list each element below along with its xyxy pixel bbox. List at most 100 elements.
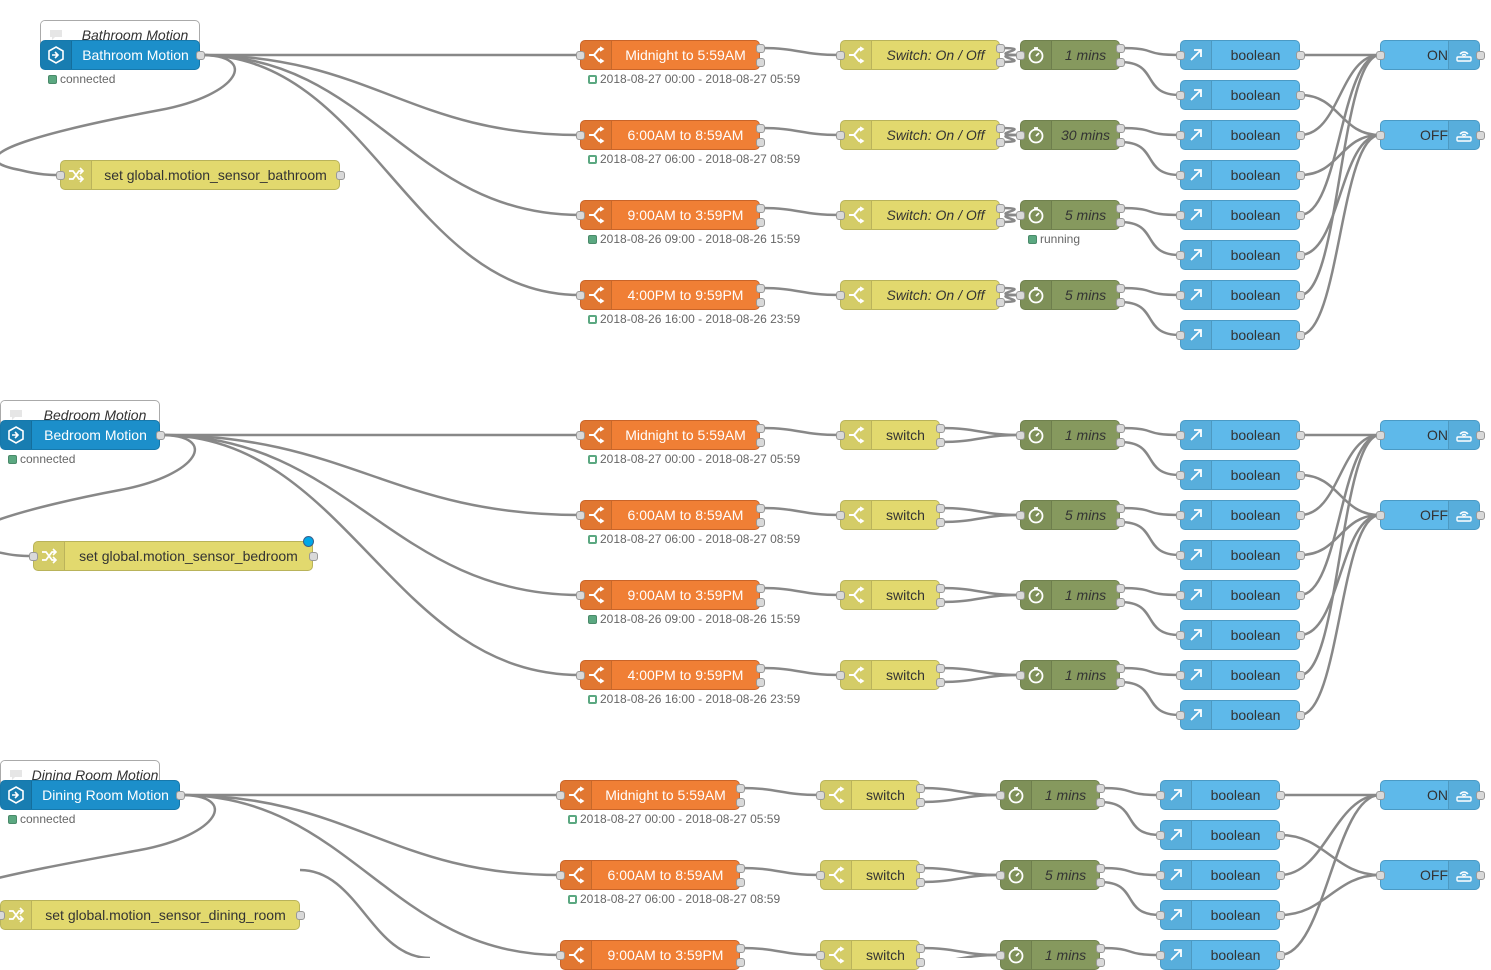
time-range-node-output-port-2[interactable]: [755, 137, 765, 147]
boolean-node-input-port[interactable]: [1175, 210, 1185, 220]
timer-node-input-port[interactable]: [1015, 50, 1025, 60]
switch-node-output-port-2[interactable]: [995, 57, 1005, 67]
change-node-input-port[interactable]: [0, 910, 5, 920]
timer-node-output-port-1[interactable]: [1115, 663, 1125, 673]
timer-node[interactable]: 5 mins: [1020, 280, 1120, 310]
switch-node[interactable]: Switch: On / Off: [840, 40, 1000, 70]
time-range-node-output-port-2[interactable]: [755, 297, 765, 307]
switch-node-input-port[interactable]: [835, 510, 845, 520]
timer-node[interactable]: 5 mins: [1000, 860, 1100, 890]
timer-node[interactable]: 1 mins: [1020, 660, 1120, 690]
boolean-node[interactable]: boolean: [1160, 820, 1280, 850]
time-range-node-output-port-1[interactable]: [755, 423, 765, 433]
time-range-node-input-port[interactable]: [575, 670, 585, 680]
boolean-node-input-port[interactable]: [1155, 830, 1165, 840]
boolean-node[interactable]: boolean: [1180, 700, 1300, 730]
switch-node-output-port-1[interactable]: [995, 123, 1005, 133]
boolean-node[interactable]: boolean: [1160, 860, 1280, 890]
timer-node-input-port[interactable]: [1015, 590, 1025, 600]
time-range-node[interactable]: Midnight to 5:59AM: [580, 40, 760, 70]
boolean-node[interactable]: boolean: [1160, 780, 1280, 810]
boolean-node-output-port[interactable]: [1295, 210, 1305, 220]
boolean-node[interactable]: boolean: [1180, 620, 1300, 650]
time-range-node-output-port-1[interactable]: [735, 943, 745, 953]
boolean-node[interactable]: boolean: [1160, 900, 1280, 930]
time-range-node-input-port[interactable]: [575, 210, 585, 220]
output-node-off[interactable]: OFF: [1380, 500, 1480, 530]
timer-node-input-port[interactable]: [995, 870, 1005, 880]
time-range-node[interactable]: Midnight to 5:59AM: [580, 420, 760, 450]
time-range-node-input-port[interactable]: [555, 790, 565, 800]
boolean-node-output-port[interactable]: [1295, 630, 1305, 640]
output-node-off-input-port[interactable]: [1375, 870, 1385, 880]
timer-node-input-port[interactable]: [1015, 210, 1025, 220]
timer-node-output-port-2[interactable]: [1115, 217, 1125, 227]
switch-node-input-port[interactable]: [835, 590, 845, 600]
timer-node-output-port-2[interactable]: [1095, 957, 1105, 967]
switch-node-output-port-2[interactable]: [935, 437, 945, 447]
boolean-node-input-port[interactable]: [1155, 790, 1165, 800]
boolean-node[interactable]: boolean: [1180, 120, 1300, 150]
output-node-on[interactable]: ON: [1380, 40, 1480, 70]
output-node-off-output-port[interactable]: [1475, 870, 1485, 880]
time-range-node-input-port[interactable]: [575, 290, 585, 300]
boolean-node-input-port[interactable]: [1175, 430, 1185, 440]
timer-node-output-port-1[interactable]: [1095, 783, 1105, 793]
time-range-node-input-port[interactable]: [575, 50, 585, 60]
boolean-node-input-port[interactable]: [1155, 950, 1165, 960]
timer-node-output-port-2[interactable]: [1115, 137, 1125, 147]
switch-node-input-port[interactable]: [815, 950, 825, 960]
output-node-on-input-port[interactable]: [1375, 430, 1385, 440]
boolean-node[interactable]: boolean: [1160, 940, 1280, 970]
switch-node-output-port-2[interactable]: [995, 137, 1005, 147]
switch-node[interactable]: Switch: On / Off: [840, 120, 1000, 150]
timer-node-output-port-2[interactable]: [1115, 297, 1125, 307]
change-node-output-port[interactable]: [335, 170, 345, 180]
output-node-off[interactable]: OFF: [1380, 120, 1480, 150]
boolean-node-input-port[interactable]: [1175, 290, 1185, 300]
switch-node-input-port[interactable]: [835, 290, 845, 300]
timer-node[interactable]: 1 mins: [1000, 940, 1100, 970]
time-range-node-output-port-1[interactable]: [755, 203, 765, 213]
time-range-node-output-port-1[interactable]: [735, 783, 745, 793]
switch-node-input-port[interactable]: [835, 430, 845, 440]
timer-node-input-port[interactable]: [995, 950, 1005, 960]
switch-node-input-port[interactable]: [835, 210, 845, 220]
boolean-node[interactable]: boolean: [1180, 660, 1300, 690]
output-node-on-input-port[interactable]: [1375, 50, 1385, 60]
time-range-node-output-port-1[interactable]: [755, 43, 765, 53]
time-range-node-output-port-2[interactable]: [755, 677, 765, 687]
time-range-node[interactable]: 4:00PM to 9:59PM: [580, 660, 760, 690]
switch-node-output-port-2[interactable]: [915, 797, 925, 807]
output-node-off-output-port[interactable]: [1475, 510, 1485, 520]
timer-node-output-port-1[interactable]: [1095, 863, 1105, 873]
timer-node-output-port-1[interactable]: [1095, 943, 1105, 953]
switch-node[interactable]: switch: [820, 940, 920, 970]
boolean-node-input-port[interactable]: [1175, 330, 1185, 340]
boolean-node-output-port[interactable]: [1275, 950, 1285, 960]
motion-sensor-node[interactable]: Bathroom Motion: [40, 40, 200, 70]
switch-node[interactable]: Switch: On / Off: [840, 200, 1000, 230]
time-range-node-output-port-2[interactable]: [735, 877, 745, 887]
boolean-node[interactable]: boolean: [1180, 540, 1300, 570]
boolean-node[interactable]: boolean: [1180, 500, 1300, 530]
boolean-node-output-port[interactable]: [1295, 90, 1305, 100]
boolean-node[interactable]: boolean: [1180, 160, 1300, 190]
boolean-node-output-port[interactable]: [1275, 910, 1285, 920]
switch-node-output-port-2[interactable]: [935, 677, 945, 687]
boolean-node-output-port[interactable]: [1295, 170, 1305, 180]
output-node-off[interactable]: OFF: [1380, 860, 1480, 890]
timer-node-output-port-1[interactable]: [1115, 283, 1125, 293]
switch-node-output-port-2[interactable]: [915, 877, 925, 887]
boolean-node-input-port[interactable]: [1175, 630, 1185, 640]
boolean-node[interactable]: boolean: [1180, 320, 1300, 350]
boolean-node-output-port[interactable]: [1275, 870, 1285, 880]
boolean-node-input-port[interactable]: [1175, 170, 1185, 180]
boolean-node[interactable]: boolean: [1180, 80, 1300, 110]
motion-sensor-node-output-port[interactable]: [195, 50, 205, 60]
timer-node[interactable]: 5 mins: [1020, 200, 1120, 230]
switch-node-output-port-1[interactable]: [935, 503, 945, 513]
time-range-node-output-port-2[interactable]: [735, 797, 745, 807]
boolean-node-input-port[interactable]: [1155, 910, 1165, 920]
change-node[interactable]: set global.motion_sensor_bathroom: [60, 160, 340, 190]
